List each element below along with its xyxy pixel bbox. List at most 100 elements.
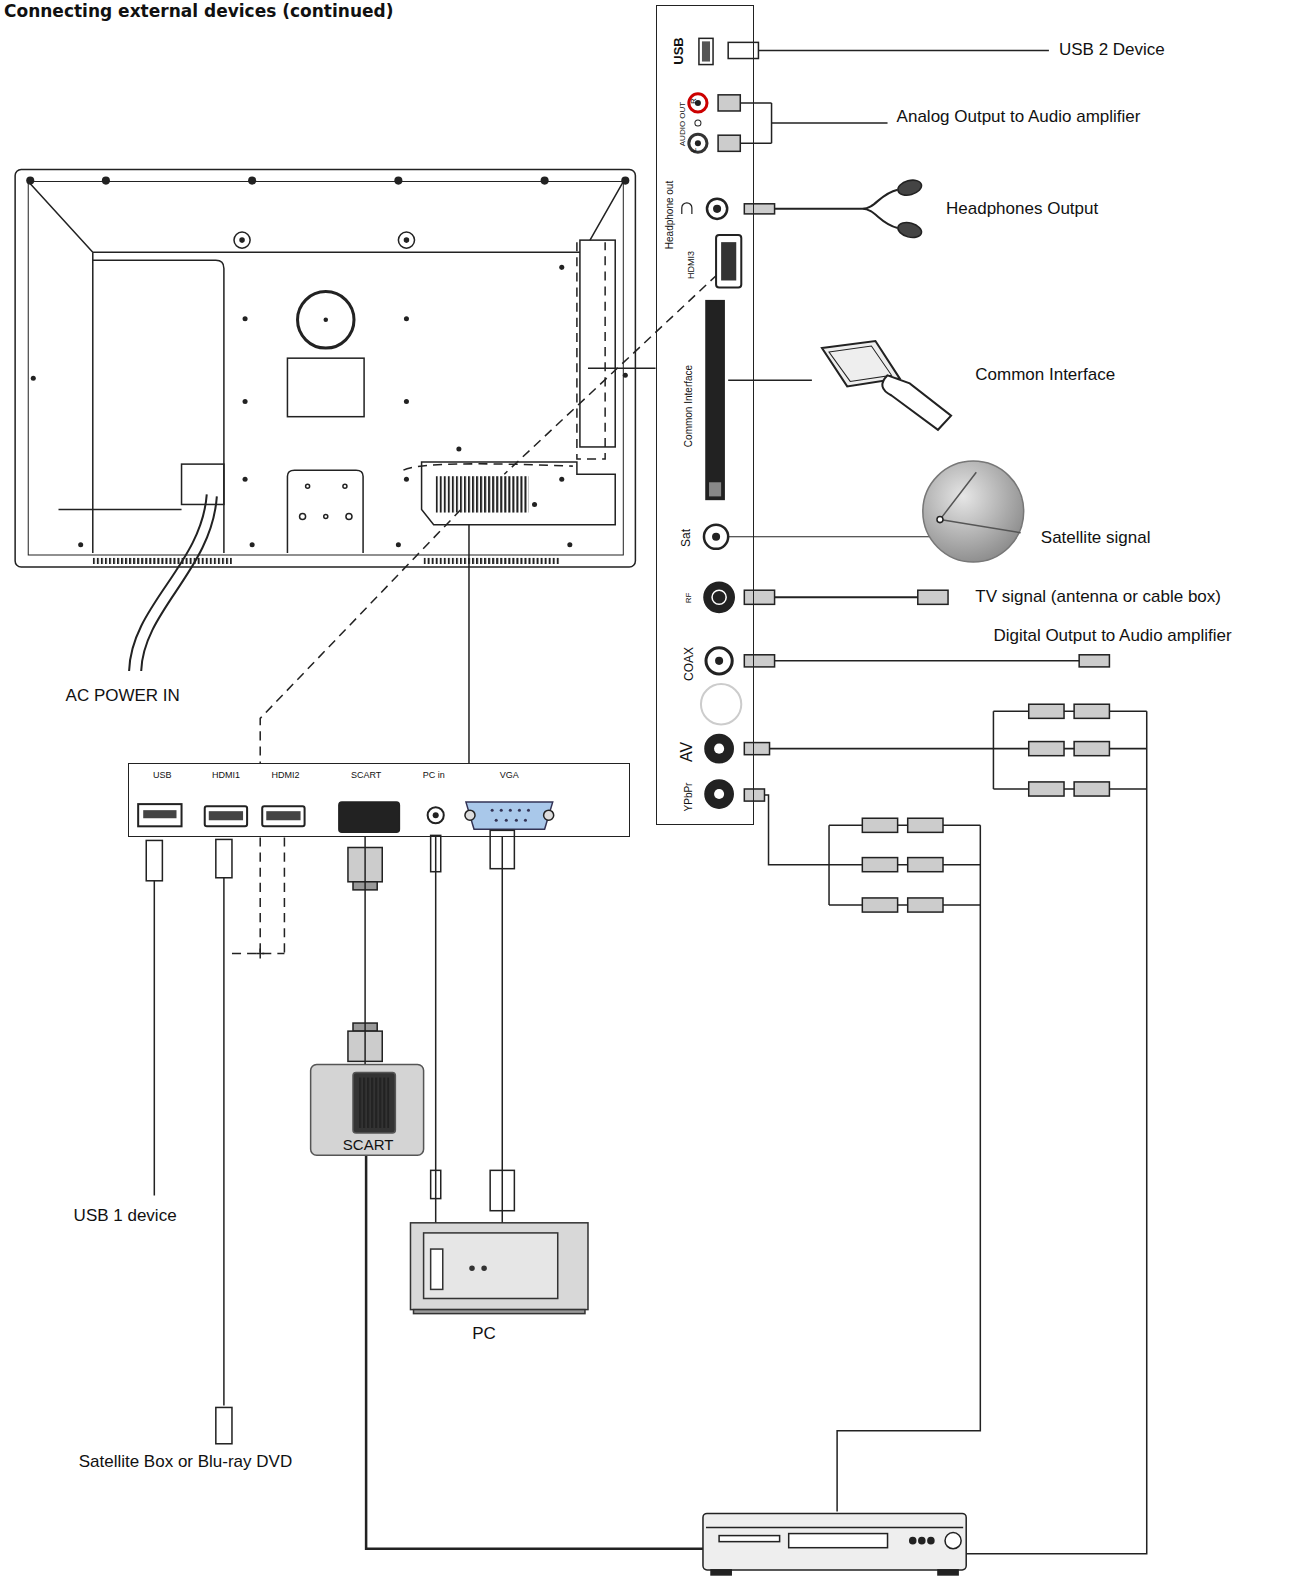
tv-back [580, 240, 615, 447]
tv-back [243, 316, 248, 321]
tv-back [78, 542, 83, 547]
leader-line [588, 368, 656, 370]
side-ports [744, 789, 764, 801]
scart-adapter [311, 1064, 424, 1155]
cable-connector [364, 837, 366, 1064]
dvd-player [703, 1513, 966, 1575]
tv-back [129, 494, 217, 671]
dvd-player [938, 1570, 958, 1575]
dvd-player [945, 1533, 961, 1549]
side-ports [937, 517, 943, 523]
dvd-player [719, 1536, 780, 1542]
rca-cable [366, 1155, 703, 1548]
device-caption: Digital Output to Audio amplifier [993, 627, 1231, 647]
side-ports [718, 135, 740, 151]
rca-cable [862, 898, 897, 912]
leader-line [468, 525, 470, 764]
port-label: Sat [680, 529, 693, 547]
bottom-ports [500, 809, 503, 812]
tv-back [559, 265, 564, 270]
side-ports [1079, 655, 1109, 667]
side-ports [770, 748, 994, 750]
rca-cable [908, 858, 943, 872]
tv-back [240, 238, 244, 242]
tv-back [300, 514, 306, 520]
tv-back [243, 399, 248, 404]
bottom-ports [428, 807, 444, 823]
port-label: Common Interface [682, 365, 693, 447]
port-label: L [689, 148, 698, 152]
device-caption: Common Interface [975, 365, 1115, 385]
dashed-guide [504, 264, 728, 474]
dashed-guide [403, 464, 572, 470]
rca-cable [908, 898, 943, 912]
tv-back [396, 542, 401, 547]
cable-plug [216, 839, 232, 877]
side-ports [715, 657, 723, 665]
bottom-ports [518, 809, 521, 812]
side-ports [704, 525, 728, 549]
device-label: PC [472, 1325, 496, 1344]
tv-back [324, 318, 327, 321]
side-ports [701, 684, 741, 724]
side-ports [882, 375, 951, 429]
side-ports [714, 744, 724, 754]
dvd-player [910, 1538, 916, 1544]
side-ports [707, 199, 727, 219]
tv-back [398, 232, 414, 248]
device-caption: Headphones Output [946, 199, 1098, 219]
bottom-ports [344, 807, 394, 827]
tv-back [287, 470, 363, 553]
rca-cable [366, 704, 1147, 1554]
side-ports [712, 590, 726, 604]
tv-back [58, 509, 181, 511]
port-label: AV [678, 742, 696, 762]
side-ports [923, 461, 1024, 562]
side-ports [709, 482, 721, 496]
port-label: SCART [351, 771, 381, 781]
pc-box: PC [410, 1222, 588, 1348]
device-label: SCART [343, 1136, 394, 1153]
rca-cable [1074, 782, 1109, 796]
side-ports [721, 242, 736, 280]
port-label: USB [672, 38, 686, 65]
tv-back [28, 182, 623, 253]
tv-back [436, 476, 529, 512]
pc-tower [470, 1266, 474, 1270]
dvd-player [919, 1538, 925, 1544]
port-label: HDMI2 [271, 771, 299, 781]
side-ports [896, 178, 923, 198]
tv-back [404, 399, 409, 404]
dvd-player [789, 1534, 888, 1548]
rca-cable [862, 858, 897, 872]
side-port-panel: USBRLAUDIO OUTHeadphone outHDMI3Common I… [656, 5, 755, 825]
rca-cable [1074, 742, 1109, 756]
bottom-ports [491, 809, 494, 812]
side-ports [728, 380, 812, 382]
bottom-ports [205, 806, 247, 826]
side-ports [716, 235, 741, 287]
bottom-ports [465, 810, 475, 820]
port-label: HDMI3 [687, 251, 697, 279]
device-caption: USB 2 Device [1059, 41, 1165, 61]
device-caption: Satellite signal [1041, 528, 1151, 548]
leader-line [256, 368, 655, 958]
port-label: R [689, 98, 698, 104]
bottom-ports [266, 811, 300, 820]
tv-back [26, 177, 34, 185]
bottom-ports [509, 809, 512, 812]
scart-adapter [359, 1078, 389, 1128]
side-ports [940, 472, 1021, 533]
page-title: Connecting external devices (continued) [4, 1, 393, 21]
port-label: VGA [500, 771, 519, 781]
port-label: COAX [683, 647, 696, 681]
tv-back [567, 542, 572, 547]
side-ports [829, 346, 892, 381]
dashed-guide [260, 510, 461, 764]
bottom-ports [544, 810, 554, 820]
side-ports [714, 789, 724, 799]
device-caption: USB 1 device [74, 1207, 177, 1227]
side-ports [682, 203, 692, 214]
